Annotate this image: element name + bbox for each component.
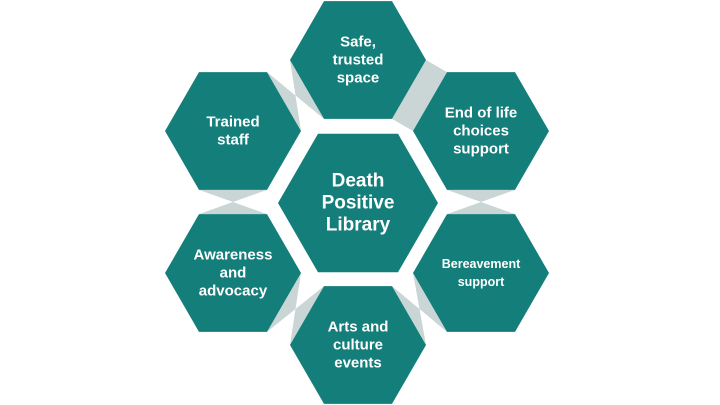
hex-safe-space-shape xyxy=(290,1,426,119)
hex-awareness-label-line: Awareness xyxy=(194,247,273,264)
hex-end-of-life-label-line: choices xyxy=(453,123,509,140)
hex-end-of-life-label-line: End of life xyxy=(445,105,518,122)
hex-arts-culture-label-line: events xyxy=(334,355,382,372)
hex-arts-culture-label-line: culture xyxy=(333,337,383,354)
connectors-layer xyxy=(199,60,515,345)
hex-end-of-life-label-line: support xyxy=(453,141,509,158)
hex-arts-culture-shape xyxy=(290,286,426,404)
connector-awareness-trained-staff xyxy=(199,189,267,215)
hex-trained-staff-shape xyxy=(165,72,301,190)
hex-center-death-positive-library-label-line: Death xyxy=(332,171,385,192)
hex-bereavement-shape xyxy=(413,214,549,332)
hex-trained-staff-label-line: staff xyxy=(217,132,250,149)
hex-end-of-life-shape xyxy=(413,72,549,190)
hex-bereavement: Bereavement support xyxy=(413,214,549,332)
connector-safe-space-end-of-life xyxy=(392,60,447,131)
hex-awareness-label-line: advocacy xyxy=(199,283,268,300)
connector-trained-staff-safe-space xyxy=(267,60,324,131)
hex-safe-space-label-line: space xyxy=(337,70,380,87)
hex-safe-space-label-line: Safe, xyxy=(340,34,376,51)
hex-trained-staff-label-line: Trained xyxy=(206,114,259,131)
hex-center-death-positive-library-shape xyxy=(278,133,438,273)
connector-end-of-life-bereavement xyxy=(447,189,515,215)
hex-bereavement-label-line: support xyxy=(458,275,505,289)
hex-awareness-shape xyxy=(165,214,301,332)
connector-bereavement-arts-culture xyxy=(392,273,447,345)
hex-center-death-positive-library-label-line: Library xyxy=(326,215,391,236)
hex-bereavement-label-line: Bereavement xyxy=(442,257,521,271)
hex-arts-culture-label-line: Arts and xyxy=(328,319,389,336)
hex-center-death-positive-library-label-line: Positive xyxy=(322,193,395,214)
hex-safe-space-label-line: trusted xyxy=(333,52,384,69)
hex-awareness-label-line: and xyxy=(220,265,247,282)
connector-arts-culture-awareness xyxy=(267,273,324,345)
